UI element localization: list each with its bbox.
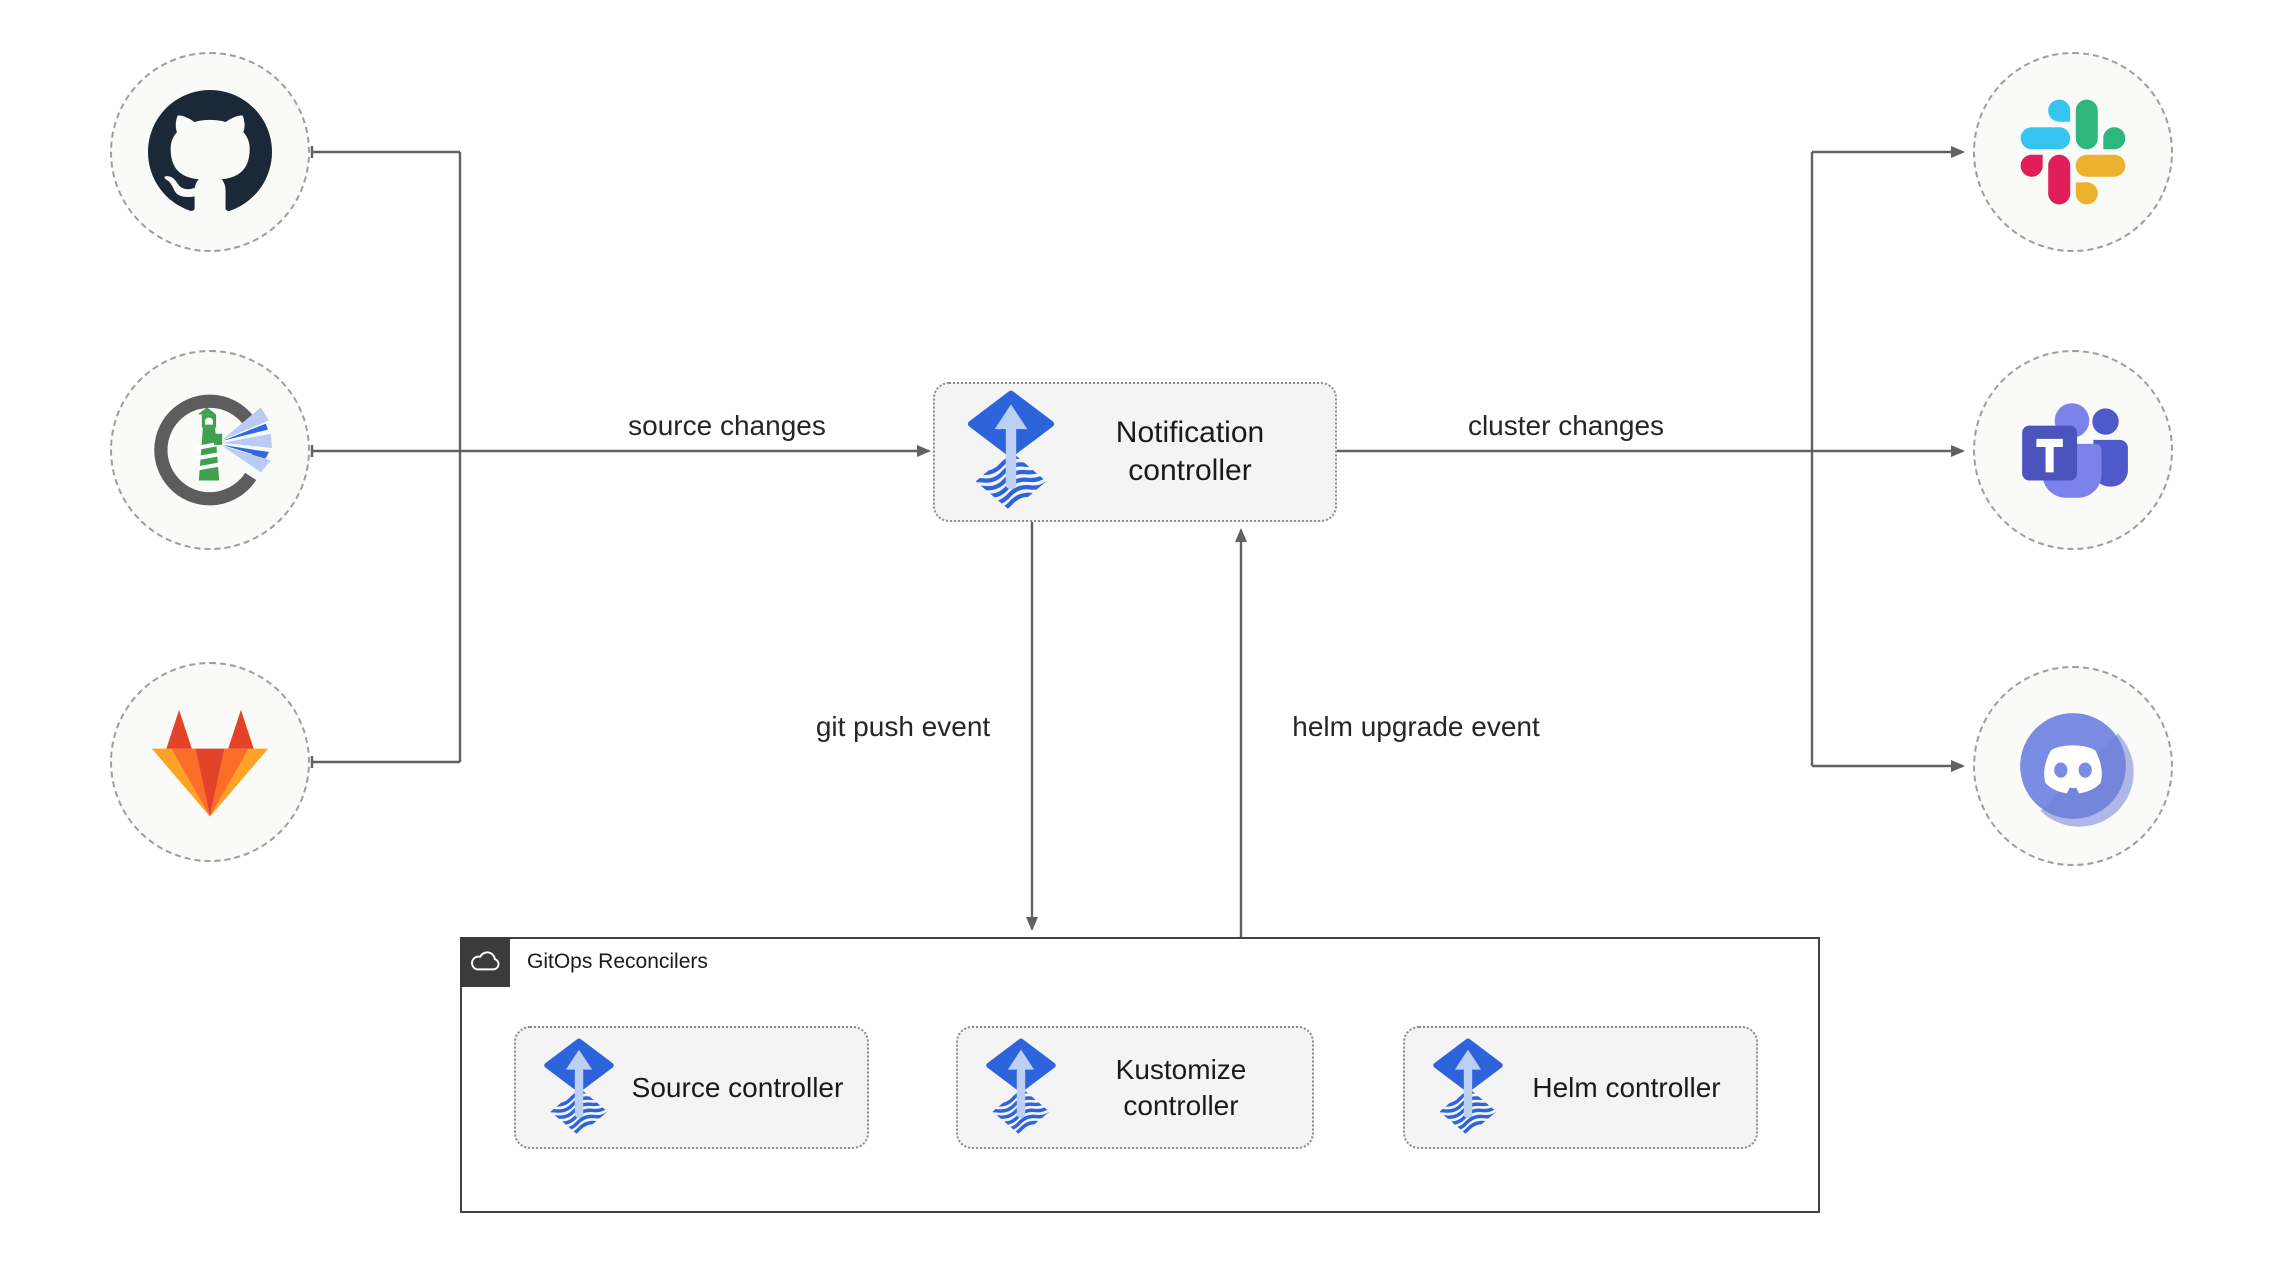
edge-github-line [310,146,460,158]
notification-controller-label: Notification controller [1115,416,1265,487]
flux-icon [984,1038,1058,1138]
edge-label-source-changes: source changes [622,410,832,442]
gitops-reconcilers-title: GitOps Reconcilers [527,950,708,973]
edge-source-changes-line [310,445,929,457]
harbor-icon [147,387,273,513]
flux-icon [542,1038,616,1138]
kustomize-controller-label: Kustomize controller [1115,1053,1247,1121]
discord-icon [2010,703,2136,829]
source-node-gitlab [110,662,310,862]
source-controller-label: Source controller [631,1071,844,1103]
flux-icon [963,390,1059,514]
target-node-discord [1973,666,2173,866]
target-node-slack [1973,52,2173,252]
kustomize-controller-node: Kustomize controller [956,1026,1314,1149]
edge-gitlab-line [310,756,460,768]
notification-controller-node: Notification controller [933,382,1337,522]
cloud-icon [468,948,502,976]
flux-icon [1431,1038,1505,1138]
source-controller-node: Source controller [514,1026,869,1149]
helm-controller-node: Helm controller [1403,1026,1758,1149]
edge-label-git-push-event: git push event [809,711,997,743]
source-node-harbor [110,350,310,550]
gitops-reconcilers-tag [460,937,510,987]
gitlab-icon [149,705,271,819]
teams-icon [2012,395,2134,505]
github-icon [148,90,272,214]
slack-icon [2020,99,2126,205]
edge-label-cluster-changes: cluster changes [1461,410,1671,442]
helm-controller-label: Helm controller [1532,1071,1721,1103]
target-node-teams [1973,350,2173,550]
edge-label-helm-upgrade-event: helm upgrade event [1286,711,1546,743]
source-node-github [110,52,310,252]
